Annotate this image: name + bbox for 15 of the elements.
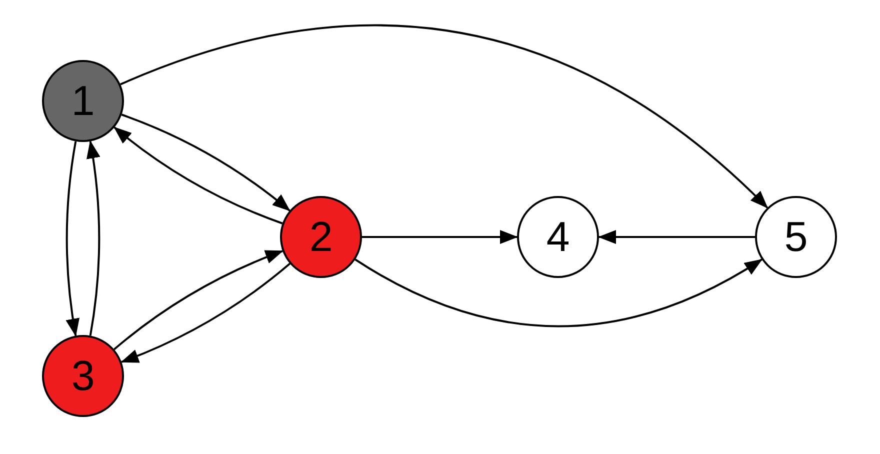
arrow <box>120 262 290 363</box>
arrow <box>598 230 755 244</box>
arrow <box>120 24 768 208</box>
arrow <box>66 141 80 337</box>
vertex-label: 5 <box>784 216 808 258</box>
arrow <box>121 114 290 212</box>
vertex-label: 1 <box>71 80 95 122</box>
arrow <box>114 250 284 350</box>
arrow <box>114 126 283 224</box>
vertex-label: 3 <box>71 355 95 397</box>
arrow <box>86 140 100 336</box>
arrow <box>362 230 518 244</box>
vertex-label: 2 <box>309 216 333 258</box>
arrow <box>354 258 763 328</box>
vertex-label: 4 <box>546 216 570 258</box>
